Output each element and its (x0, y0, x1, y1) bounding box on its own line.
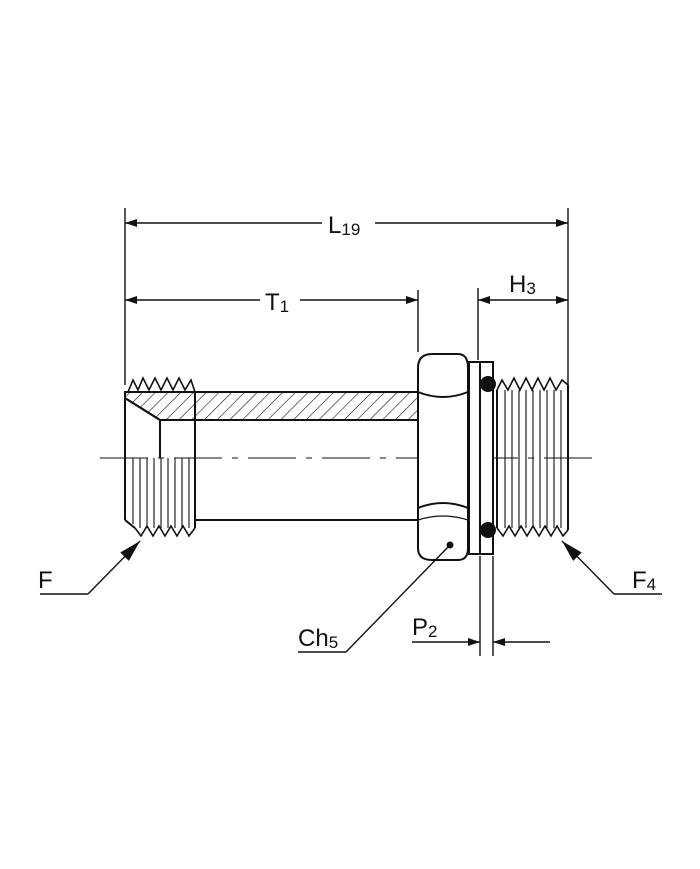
body-section (124, 391, 435, 521)
o-ring-bottom (480, 522, 496, 538)
seal-washer (468, 361, 496, 555)
right-thread (496, 376, 569, 538)
dim-H3 (477, 288, 568, 360)
hex-nut (417, 353, 469, 561)
label-H3: H3 (509, 271, 536, 298)
leader-F4 (561, 540, 662, 595)
label-F: F (38, 567, 53, 594)
label-Ch5: Ch5 (298, 625, 338, 652)
leader-Ch5 (298, 544, 451, 653)
label-F4: F4 (632, 567, 656, 594)
leader-F (40, 540, 141, 595)
left-thread (124, 376, 196, 538)
label-L19: L19 (328, 212, 360, 239)
label-T1: T1 (265, 289, 289, 316)
dim-P2 (412, 556, 550, 656)
dim-T1 (125, 290, 419, 352)
o-ring-top (480, 376, 496, 392)
label-P2: P2 (412, 614, 437, 641)
